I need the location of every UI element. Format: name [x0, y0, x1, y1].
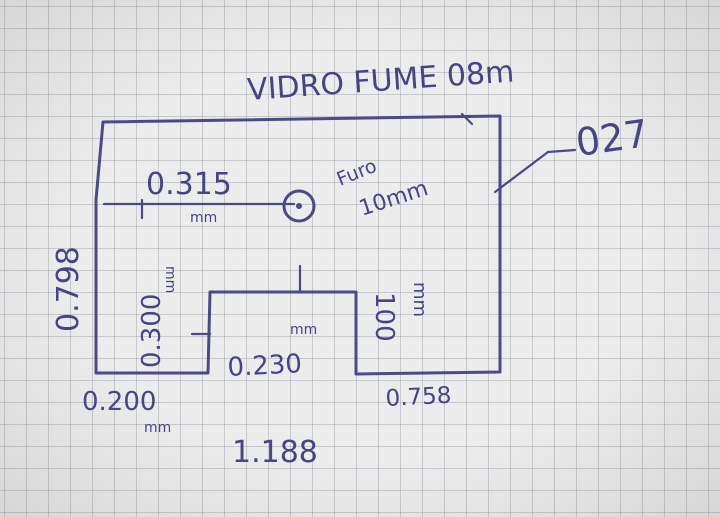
hole-label: Furo: [334, 155, 380, 191]
corner-mark: [460, 112, 474, 126]
dim-notch-width-unit: mm: [290, 322, 317, 338]
dim-notch-right-unit: mm: [409, 282, 430, 317]
dim-hole-offset-unit: mm: [190, 210, 217, 226]
hole-center-mark: [296, 203, 302, 209]
dim-hole-offset: 0.315: [146, 167, 232, 202]
dim-notch-left-height: 0.300: [137, 294, 167, 368]
dim-total-width: 1.188: [232, 435, 318, 470]
dim-bottom-right: 0.758: [385, 383, 452, 412]
corner-leader-line: [493, 150, 550, 194]
dim-bottom-left-unit: mm: [144, 420, 171, 436]
hole-size: 10mm: [356, 176, 431, 222]
corner-leader-tail: [546, 148, 577, 154]
corner-note: 027: [573, 111, 651, 165]
hole-circle: [282, 189, 316, 223]
dim-notch-width: 0.230: [227, 349, 303, 383]
dim-notch-left-unit: mm: [162, 266, 178, 293]
dim-bottom-left: 0.200: [82, 387, 156, 417]
dim-notch-right-height: 100: [369, 292, 399, 342]
sketch-title: VIDRO FUME 08m: [246, 54, 515, 108]
dim-left-height: 0.798: [51, 246, 86, 332]
glass-outline: [94, 114, 502, 376]
